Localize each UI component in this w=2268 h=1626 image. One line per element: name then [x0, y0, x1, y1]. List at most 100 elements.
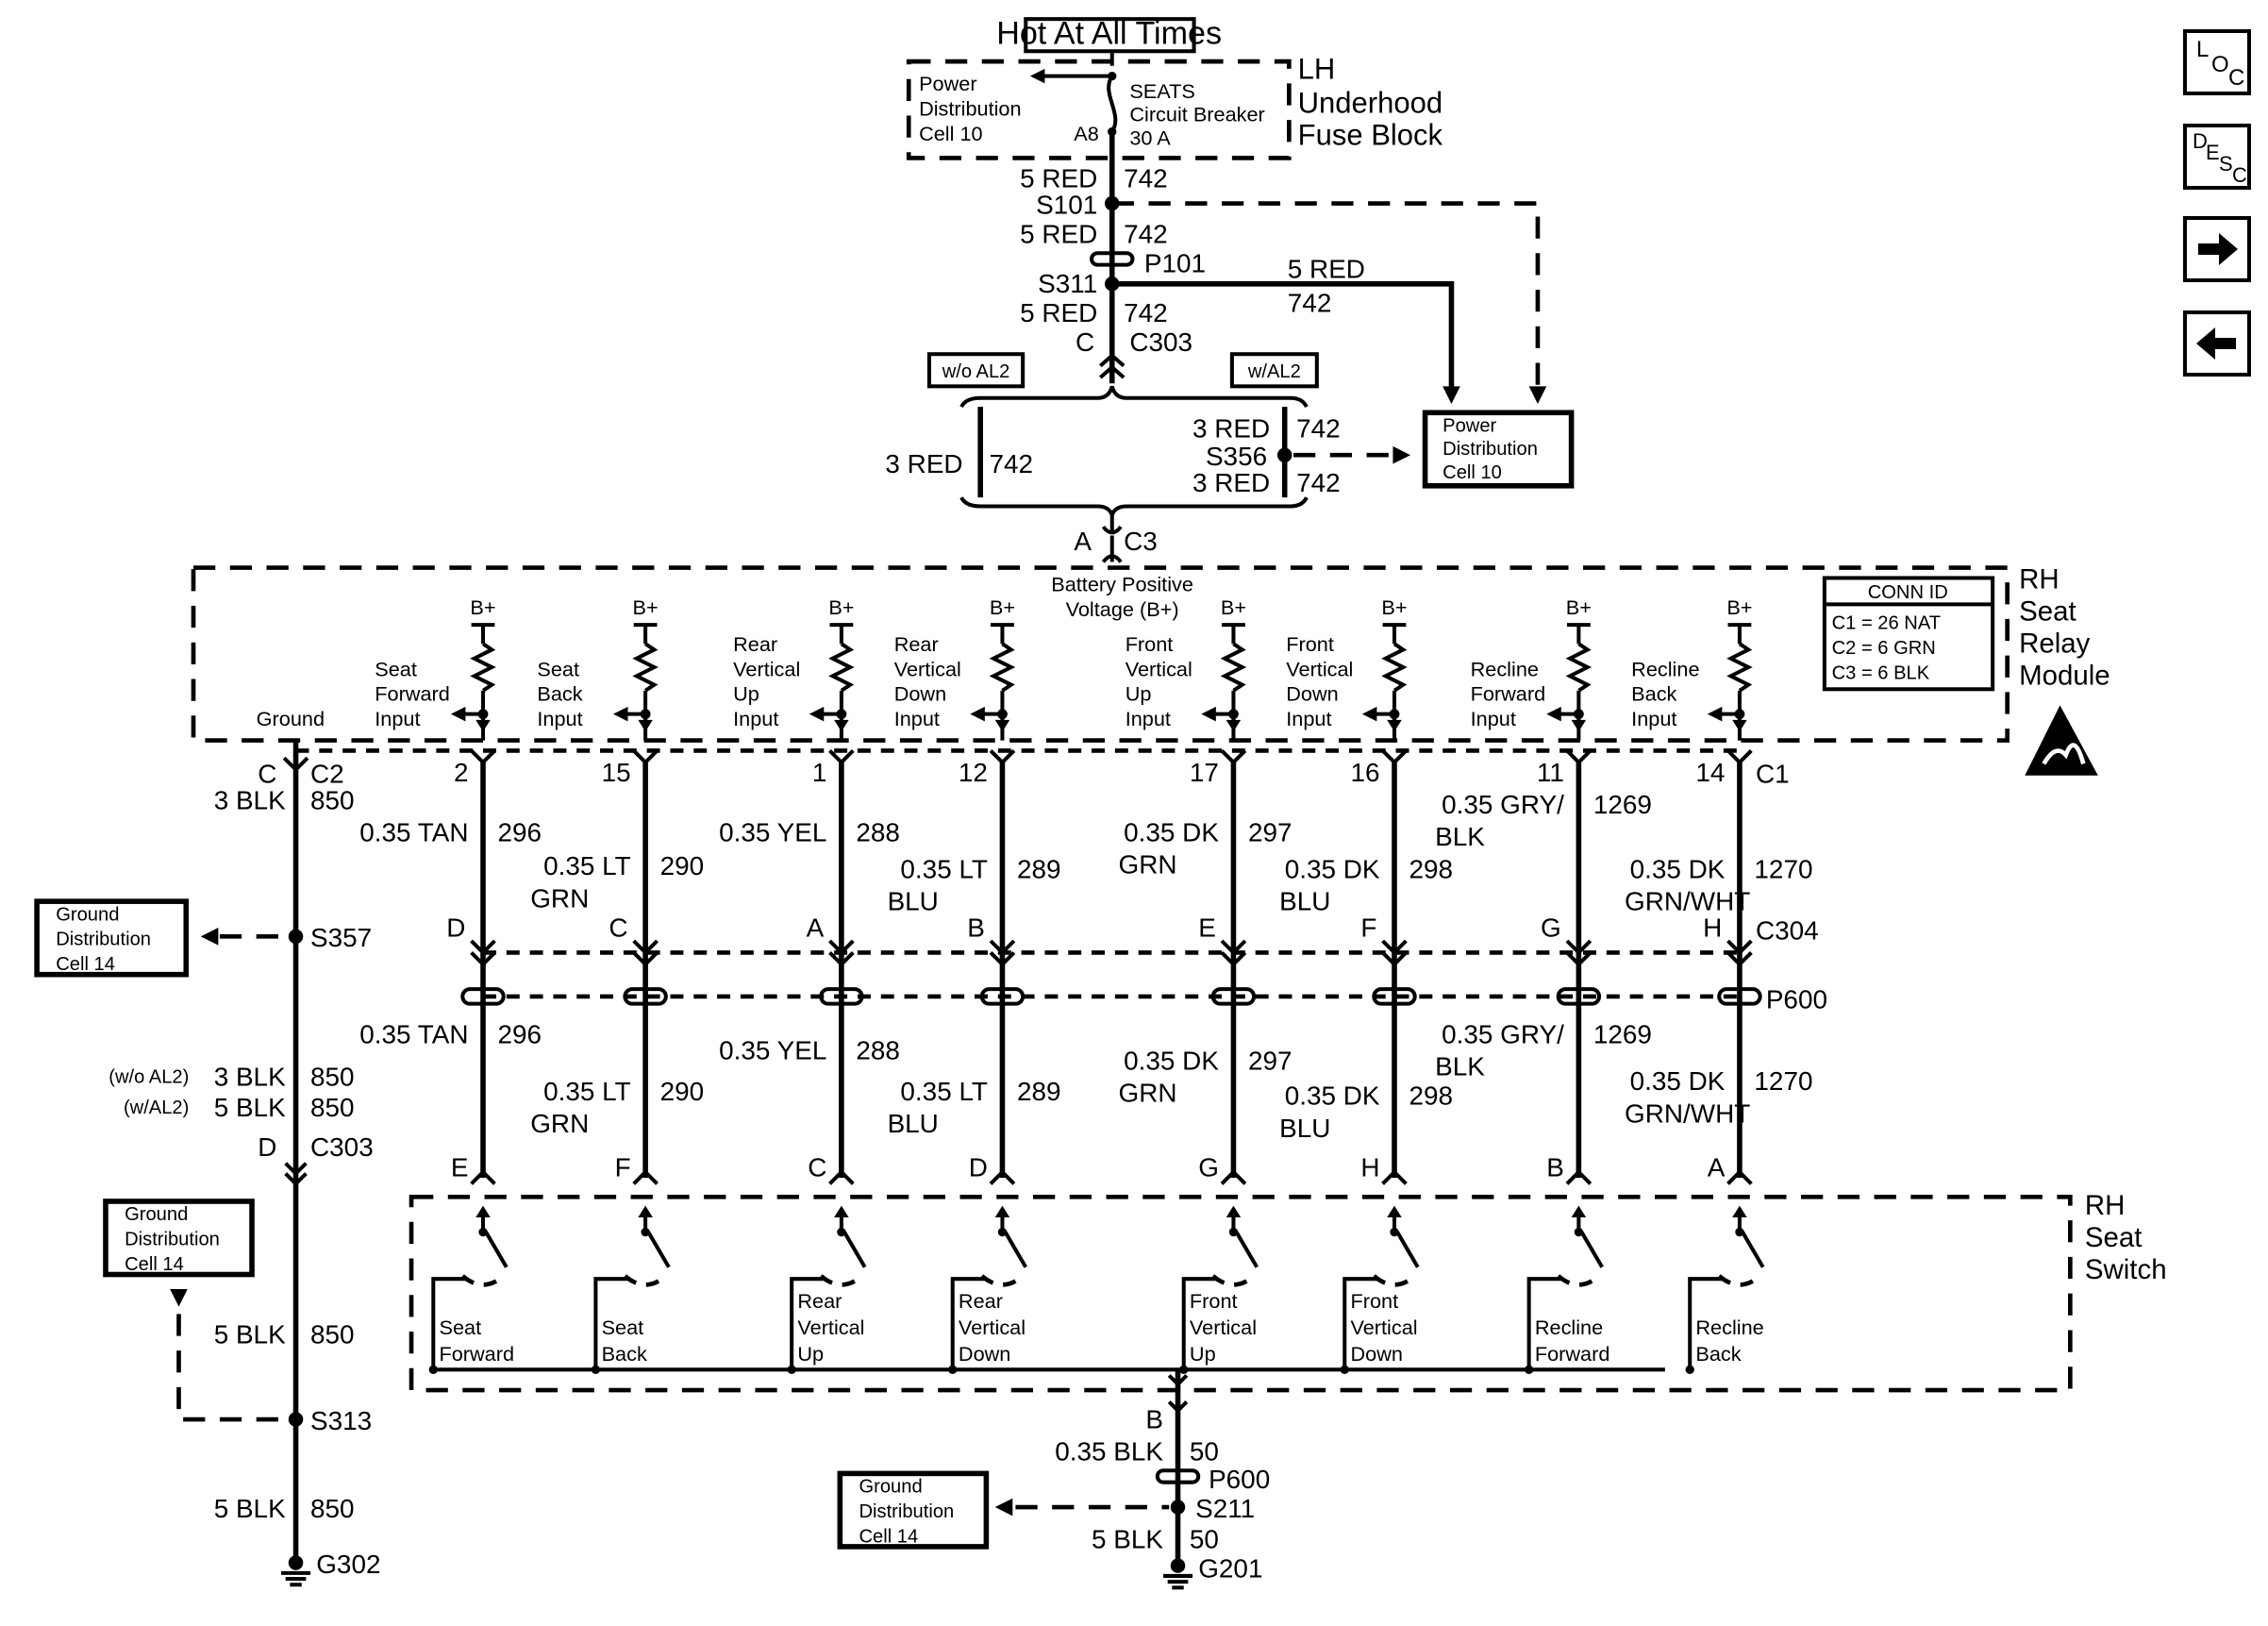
gauge-label-cont: GRN: [530, 1109, 589, 1138]
g302-label: G302: [316, 1550, 380, 1579]
branch-gauge: 5 RED: [1288, 255, 1365, 284]
switch-label: Seat: [602, 1316, 644, 1339]
switch-label: Front: [1350, 1289, 1398, 1313]
p600-passthrough-icon: [819, 987, 864, 1006]
bplus-label: B+: [470, 595, 495, 619]
breaker-label-2: Circuit Breaker: [1129, 103, 1264, 126]
module-input-label: Front: [1126, 632, 1174, 656]
conn-id-box: [1822, 576, 1995, 692]
module-input-label: Vertical: [1286, 657, 1353, 680]
switch-title-1: RH: [2085, 1190, 2126, 1221]
breaker-label-3: 30 A: [1129, 126, 1171, 150]
nav-back-button[interactable]: [2183, 310, 2251, 377]
switch-pin-label: A: [1708, 1153, 1726, 1182]
ground-distribution-cell14-box-1: [34, 898, 190, 978]
module-input-label: Vertical: [733, 657, 800, 680]
wo-al2-box: [926, 352, 1026, 389]
switch-blade-icon: [1579, 1231, 1604, 1268]
pull-up-resistor-icon: [1565, 642, 1593, 693]
gauge-label: 0.35 YEL: [719, 818, 826, 847]
circuit-number: 296: [498, 1020, 542, 1049]
gauge-label-cont: BLU: [888, 886, 939, 915]
feed-w1-num: 742: [1124, 163, 1168, 193]
p600-label: P600: [1766, 984, 1827, 1014]
circuit-number: 289: [1017, 1077, 1061, 1106]
switch-blade-icon: [1395, 1231, 1420, 1268]
input-arrow-icon: [450, 706, 466, 722]
switch-label: Forward: [439, 1342, 514, 1366]
switch-pin-label: F: [615, 1153, 631, 1182]
nav-desc-button[interactable]: D E S C: [2183, 124, 2251, 190]
s311-label: S311: [1038, 269, 1097, 298]
c304-pin-label: G: [1541, 913, 1561, 942]
forward-arrow-icon: [2198, 233, 2238, 265]
switch-label: Vertical: [1190, 1316, 1257, 1339]
ground-g201-icon: [1163, 1558, 1193, 1590]
circuit-number: 298: [1409, 854, 1454, 883]
gauge-label: 0.35 YEL: [719, 1036, 826, 1065]
pdc-label-3: Cell 10: [919, 122, 983, 145]
switch-p600-label: P600: [1209, 1465, 1270, 1494]
gdc2-label-2: Distribution: [125, 1230, 220, 1250]
module-input-label: Seat: [375, 657, 417, 680]
hot-at-all-times-box: [1024, 17, 1196, 54]
circuit-number: 288: [856, 818, 900, 847]
s101-label: S101: [1036, 190, 1097, 219]
switch-blade-icon: [484, 1231, 509, 1268]
nav-forward-button[interactable]: [2183, 216, 2251, 282]
gauge-label: 0.35 DK: [1630, 854, 1726, 883]
module-input-label: Input: [537, 707, 582, 730]
c3-label: C3: [1124, 527, 1158, 556]
input-arrow-icon: [1361, 706, 1377, 722]
p600-ground-passthrough-icon: [1155, 1468, 1201, 1484]
switch-label: Rear: [959, 1289, 1003, 1313]
c1-pin-label: 11: [1537, 758, 1564, 787]
module-input-label: Down: [1286, 682, 1338, 706]
switch-label: Vertical: [1350, 1316, 1417, 1339]
feed-w2-num: 742: [1124, 219, 1168, 248]
pull-up-resistor-icon: [828, 642, 855, 693]
gdc1-label-2: Distribution: [56, 930, 151, 950]
switch-label: Back: [1695, 1342, 1741, 1366]
w-al2-box: [1229, 352, 1319, 389]
gauge-label: 0.35 LT: [543, 851, 631, 880]
module-input-label: Input: [1631, 707, 1676, 730]
pull-up-resistor-icon: [989, 642, 1016, 693]
gauge-label-cont: GRN/WHT: [1625, 886, 1750, 915]
module-title-2: Seat: [2019, 595, 2076, 627]
switch-pin-label: B: [1546, 1153, 1564, 1182]
c304-pin-label: E: [1198, 913, 1216, 942]
circuit-number: 1269: [1593, 1020, 1652, 1049]
ground-distribution-cell14-box-2: [103, 1199, 255, 1278]
input-arrow-icon: [613, 706, 628, 722]
c304-pin-label: B: [967, 913, 985, 942]
module-input-label: Recline: [1631, 657, 1699, 680]
c304-pin-label: C: [609, 913, 627, 942]
wo-al2-num: 742: [989, 449, 1033, 478]
pdc2-label-3: Cell 10: [1443, 462, 1502, 483]
pdc2-label-1: Power: [1443, 415, 1496, 436]
loc-letter-l: L: [2196, 37, 2210, 62]
p600-passthrough-icon: [1556, 987, 1602, 1006]
ground-ga3: 5 BLK: [214, 1494, 286, 1523]
conn-id-row-2: C2 = 6 GRN: [1832, 638, 1936, 659]
feed-w3-gauge: 5 RED: [1020, 298, 1097, 327]
module-input-label: Vertical: [1126, 657, 1192, 680]
switch-label: Seat: [439, 1316, 481, 1339]
g201-label: G201: [1198, 1553, 1262, 1583]
switch-pin-label: E: [451, 1153, 469, 1182]
s356-top-gauge: 3 RED: [1192, 414, 1270, 444]
wo-al2-gauge: 3 RED: [885, 449, 962, 478]
nav-loc-button[interactable]: L O C: [2183, 29, 2251, 95]
module-input-label: Up: [1126, 682, 1152, 706]
feed-w1-gauge: 5 RED: [1020, 163, 1097, 193]
s356-bot-gauge: 3 RED: [1192, 468, 1270, 497]
